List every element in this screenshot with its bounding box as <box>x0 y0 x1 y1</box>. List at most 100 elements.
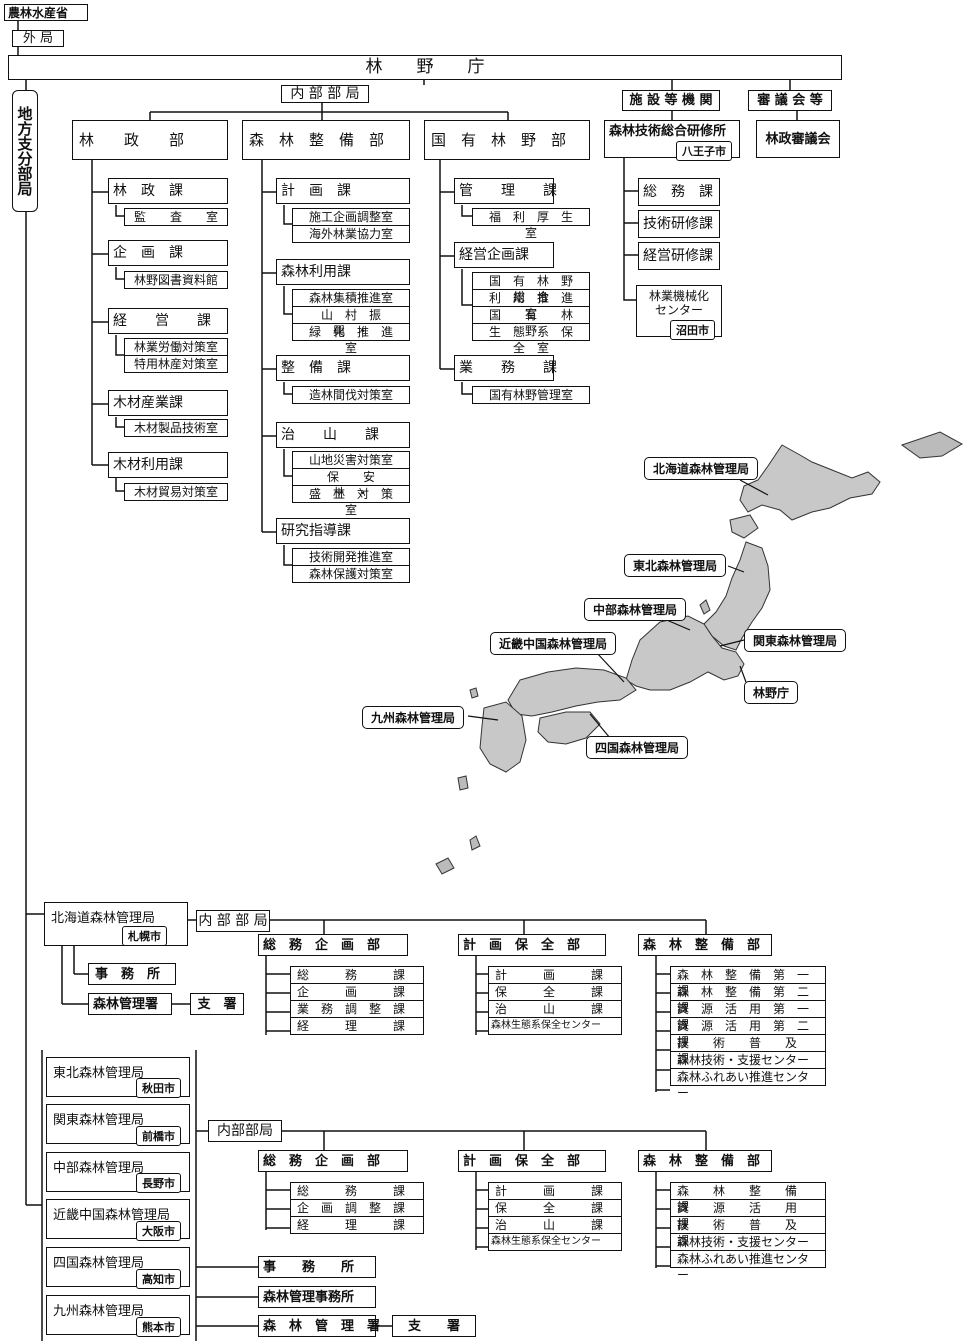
division-label: 林 政 課 <box>113 183 183 199</box>
bureau-city: 長野市 <box>136 1173 181 1193</box>
division-label: 企 画 課 <box>291 984 423 1001</box>
division-label: 森林生態系保全センター <box>491 1020 601 1031</box>
room-label: 山地災害対策室 <box>293 452 409 469</box>
room-label: 森林保護対策室 <box>308 567 393 581</box>
division-label: 治 山 課 <box>489 1217 621 1234</box>
division-label: 資 源 活 用 課 <box>671 1200 825 1231</box>
room-label: 特用林産対策室 <box>133 357 218 371</box>
room-list: 技術開発推進室森林保護対策室 <box>292 548 410 583</box>
division-box: 経 営 課 <box>108 308 228 334</box>
japan-map <box>435 431 964 875</box>
division-list: 総 務 課 企 画 課 業 務 調 整 課 経 理 課 <box>290 966 424 1035</box>
hokkaido-branch-box: 支 署 <box>190 993 244 1015</box>
room-label: 技術開発推進室 <box>293 549 409 566</box>
division-label: 森林技術・支援センター <box>671 1052 825 1069</box>
division-box: 木材利用課 <box>108 452 228 478</box>
division-label: 技 術 普 及 課 <box>671 1035 825 1066</box>
room-label: 保 安 林 ・ <box>293 469 409 500</box>
machinery-center-city: 沼田市 <box>670 320 715 340</box>
division-label: 計 画 課 <box>489 967 621 984</box>
division-label: 治 山 課 <box>489 1001 621 1018</box>
division-label: 治 山 課 <box>281 427 379 443</box>
division-label: 森林利用課 <box>281 264 351 280</box>
room-label: 緑 化 推 進 室 <box>308 325 406 355</box>
division-label: 企 画 課 <box>113 245 183 261</box>
room-label: 盛 土 対 策 室 <box>308 487 406 517</box>
room-list: 林業労働対策室特用林産対策室 <box>124 338 228 373</box>
map-label-rinya: 林野庁 <box>744 681 799 704</box>
room-label: 国有林野管理室 <box>488 388 573 402</box>
division-list: 森 林 整 備 第 一 課 森 林 整 備 第 二 課 資 源 活 用 第 一 … <box>670 966 826 1100</box>
facilities-box: 施 設 等 機 関 <box>622 90 720 111</box>
room-list: 国 有 林 野 総 合利 用 推 進 室国 有 林 野生 態 系 保 全 室 <box>472 272 597 355</box>
division-box: 林 政 課 <box>108 178 228 204</box>
division-label: 計 画 課 <box>281 183 351 199</box>
room-label: 生 態 系 保 全 室 <box>488 325 586 355</box>
map-label-kinki: 近畿中国森林管理局 <box>490 632 617 655</box>
room-label: 施工企画調整室 <box>293 209 409 226</box>
other-office-label: 事 務 所 <box>263 1259 355 1275</box>
division-box: 経営研修課 <box>638 242 720 270</box>
dept-box: 総 務 企 画 部 <box>258 1150 408 1172</box>
room-label: 造林間伐対策室 <box>308 388 393 402</box>
division-label: 経 営 課 <box>113 313 211 329</box>
bureau-name: 近畿中国森林管理局 <box>53 1208 171 1223</box>
councils-label: 審 議 会 等 <box>757 93 823 108</box>
division-label: 森林技術・支援センター <box>671 1234 825 1251</box>
ministry-box: 農林水産省 <box>4 4 88 21</box>
training-institute-box: 森林技術総合研修所 <box>604 120 740 158</box>
bureau-name: 関東森林管理局 <box>53 1113 145 1128</box>
room-list: 福 利 厚 生 室 <box>472 208 590 240</box>
dept-label: 計 画 保 全 部 <box>463 1153 581 1169</box>
division-label: 資 源 活 用 第 一 課 <box>671 1001 825 1032</box>
room-label: 木材製品技術室 <box>133 421 218 435</box>
machinery-center-line2: センター <box>654 303 703 317</box>
division-label: 経営企画課 <box>459 247 529 263</box>
division-label: 経 理 課 <box>297 1019 406 1033</box>
division-label: 保 全 課 <box>489 1200 621 1217</box>
other-branch-label: 支 署 <box>407 1318 460 1334</box>
division-list: 計 画 課 保 全 課 治 山 課 森林生態系保全センター <box>488 1182 622 1251</box>
division-box: 研究指導課 <box>276 518 410 544</box>
division-label: 整 備 課 <box>281 360 351 376</box>
division-label: 研究指導課 <box>281 523 351 539</box>
councils-box: 審 議 会 等 <box>748 90 832 111</box>
dept-label: 計 画 保 全 部 <box>463 937 581 953</box>
dept-seisaku-label: 林 政 部 <box>79 130 185 149</box>
division-label: 経営研修課 <box>643 248 713 264</box>
division-label: 業 務 調 整 課 <box>291 1001 423 1018</box>
hokkaido-management-label: 森林管理署 <box>93 996 159 1012</box>
division-box: 整 備 課 <box>276 355 410 381</box>
room-label: 国 有 林 野 <box>473 307 597 338</box>
division-label: 経 理 課 <box>297 1218 406 1232</box>
room-list: 山地災害対策室保 安 林 ・盛 土 対 策 室 <box>292 451 410 517</box>
other-office-box: 事 務 所 <box>258 1256 376 1278</box>
bureau-city: 熊本市 <box>136 1317 181 1337</box>
division-box: 総 務 課 <box>638 178 720 206</box>
bureau-city: 前橋市 <box>136 1126 181 1146</box>
division-label: 木材利用課 <box>113 457 183 473</box>
dept-label: 森 林 整 備 部 <box>643 937 761 953</box>
division-box: 管 理 課 <box>454 178 557 204</box>
division-box: 森林利用課 <box>276 259 410 285</box>
division-list: 計 画 課 保 全 課 治 山 課 森林生態系保全センター <box>488 966 622 1035</box>
division-label: 森 林 整 備 課 <box>671 1183 825 1214</box>
room-label: 海外林業協力室 <box>308 227 393 241</box>
bureau-name: 中部森林管理局 <box>53 1161 145 1176</box>
room-list: 国有林野管理室 <box>472 386 590 404</box>
room-list: 造林間伐対策室 <box>292 386 410 404</box>
room-label: 国 有 林 野 総 合 <box>473 273 589 304</box>
other-office2-box: 森林管理事務所 <box>258 1286 376 1308</box>
hokkaido-branch-label: 支 署 <box>197 996 237 1012</box>
room-list: 施工企画調整室海外林業協力室 <box>292 208 410 243</box>
division-label: 管 理 課 <box>459 183 557 199</box>
dept-seibi: 森 林 整 備 部 <box>242 120 410 160</box>
hq-internal-box: 内 部 部 局 <box>281 85 369 103</box>
other-management-box: 森 林 管 理 署 <box>258 1315 380 1337</box>
bureau-name: 九州森林管理局 <box>53 1304 145 1319</box>
bureau-box: 東北森林管理局 <box>46 1057 190 1097</box>
map-label-shikoku: 四国森林管理局 <box>586 736 689 759</box>
other-office2-label: 森林管理事務所 <box>263 1289 355 1305</box>
room-label: 森林集積推進室 <box>293 290 409 307</box>
division-box: 経営企画課 <box>454 242 554 268</box>
